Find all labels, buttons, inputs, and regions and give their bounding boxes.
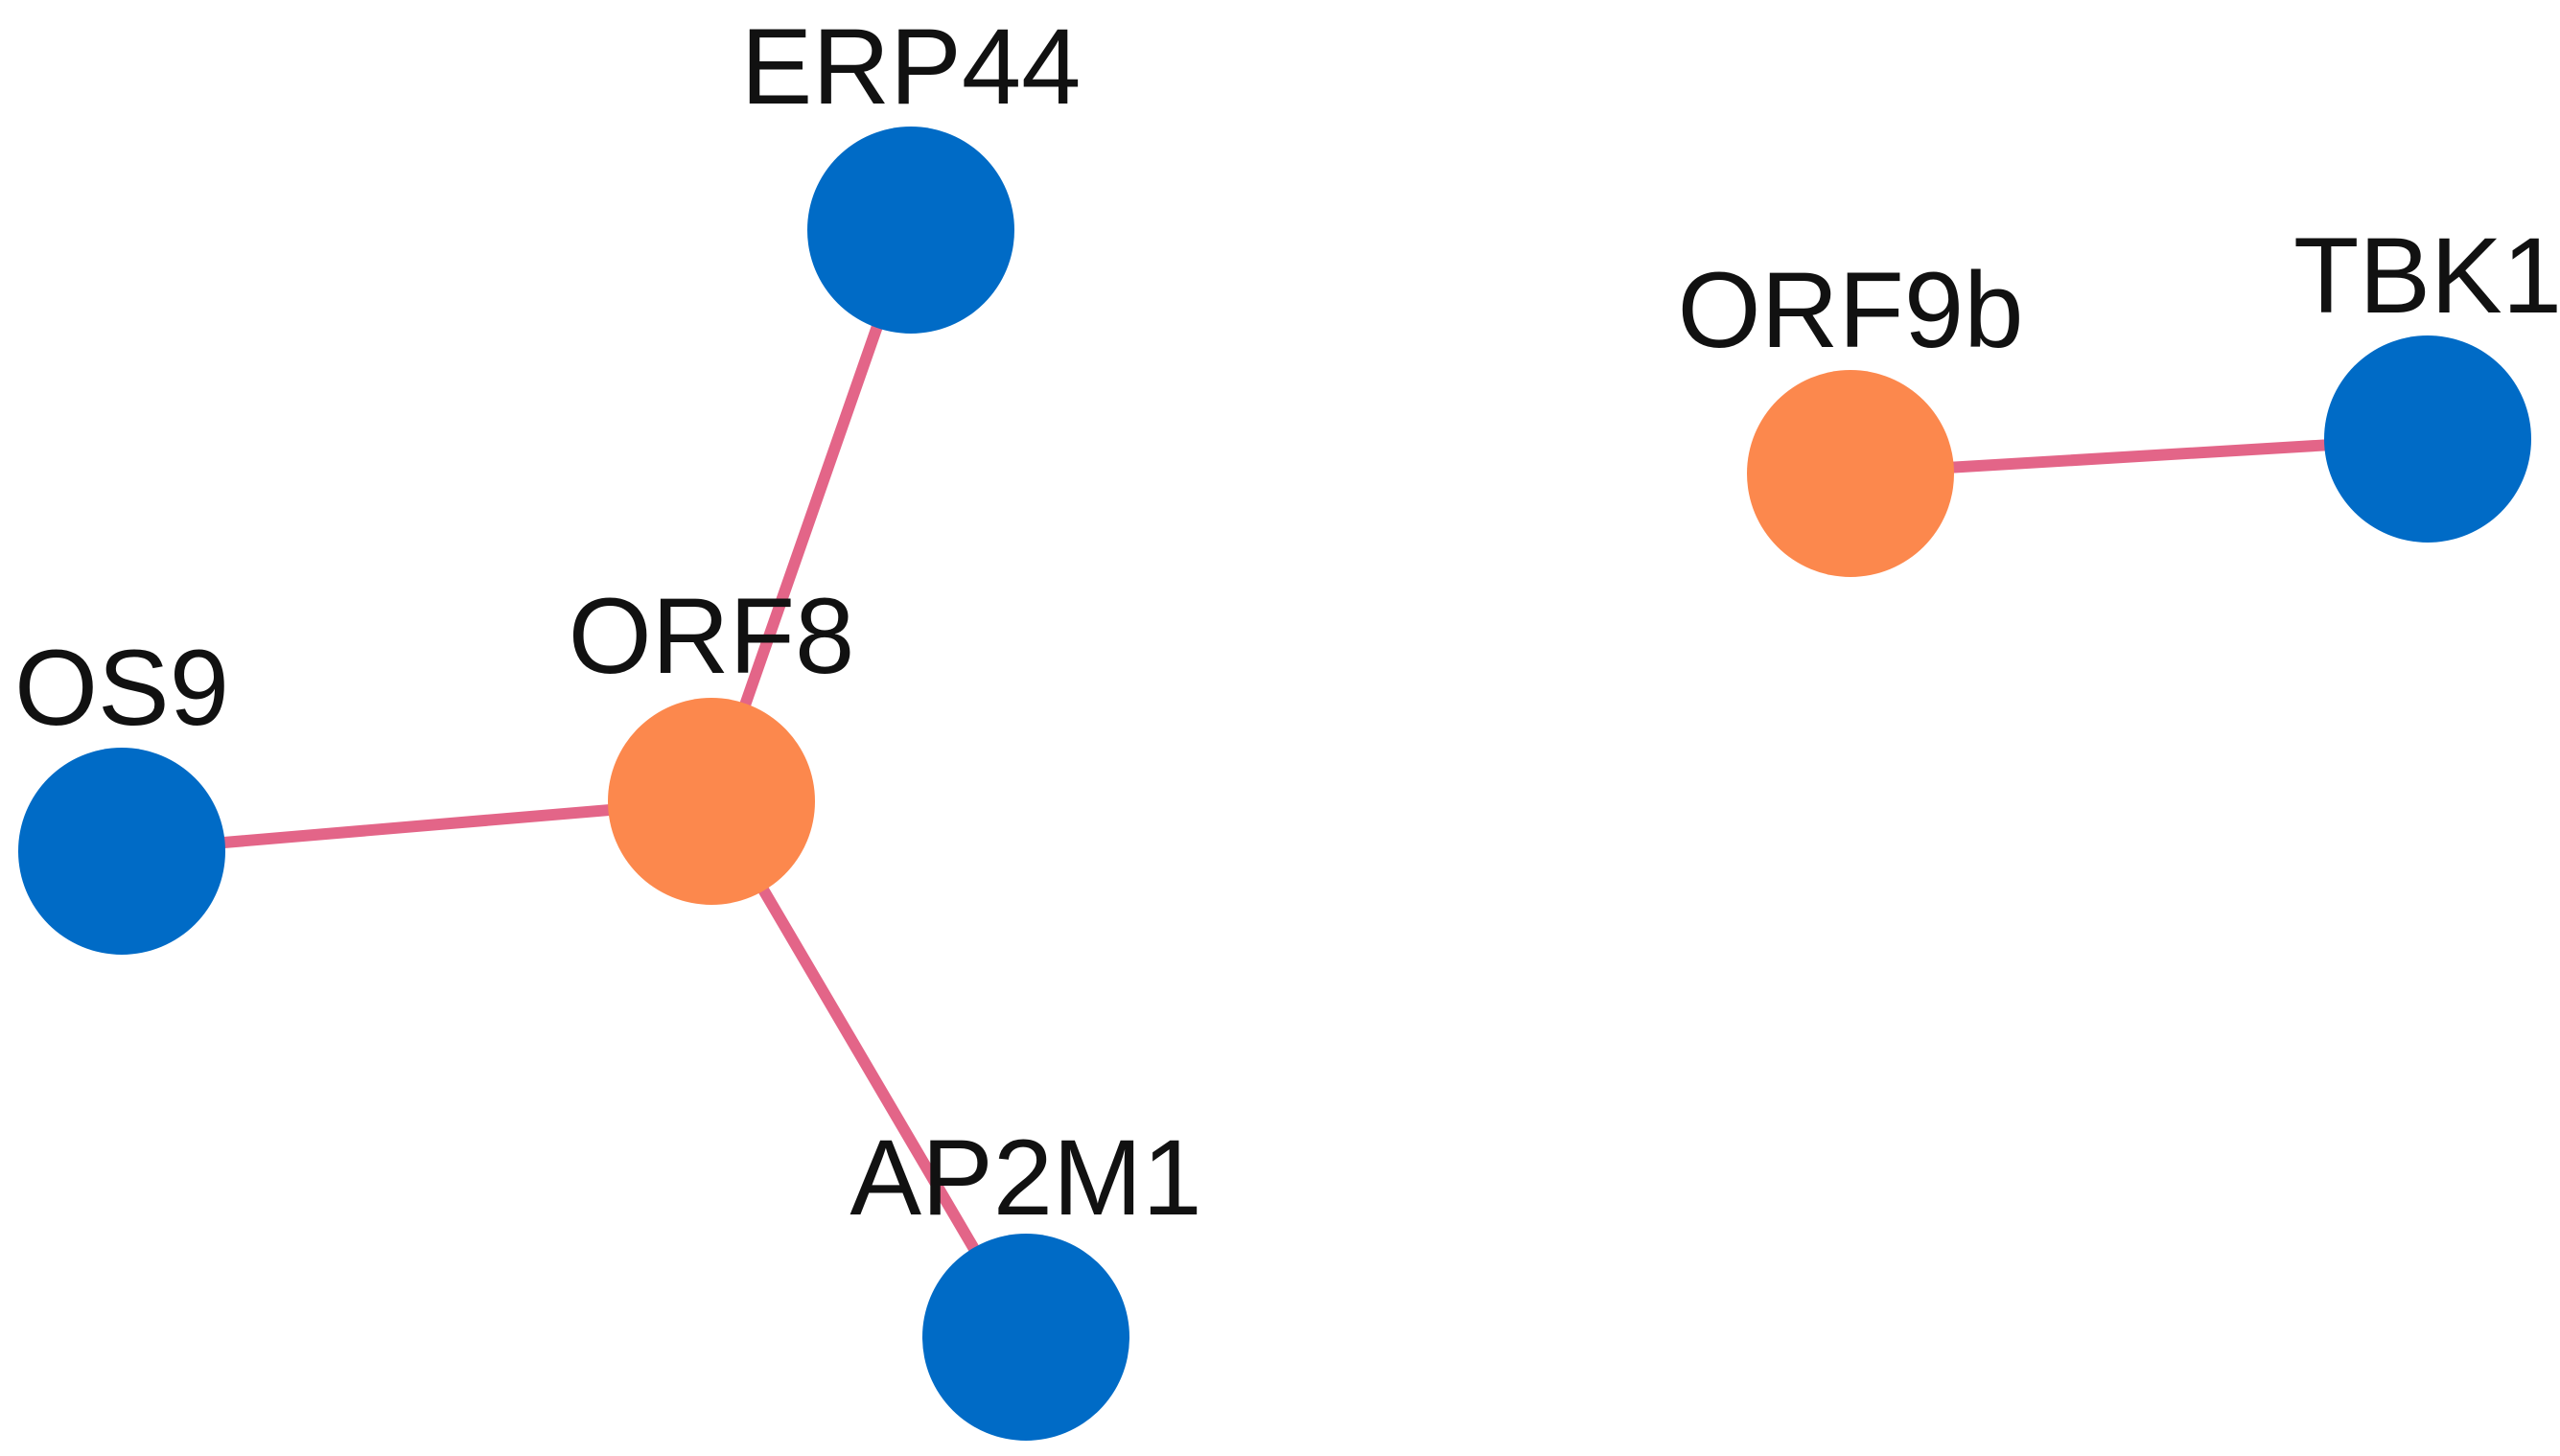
node-layer <box>18 127 2531 1441</box>
node-label-ap2m1: AP2M1 <box>849 1118 1201 1237</box>
node-ap2m1[interactable] <box>922 1234 1129 1441</box>
node-orf9b[interactable] <box>1747 370 1954 577</box>
node-tbk1[interactable] <box>2324 335 2531 543</box>
node-label-tbk1: TBK1 <box>2293 216 2560 335</box>
node-label-orf8: ORF8 <box>569 576 855 696</box>
node-label-os9: OS9 <box>14 628 229 748</box>
node-label-orf9b: ORF9b <box>1678 250 2024 370</box>
node-label-erp44: ERP44 <box>741 7 1082 127</box>
edge-orf8-ap2m1 <box>706 796 1032 1343</box>
node-erp44[interactable] <box>807 127 1014 334</box>
node-os9[interactable] <box>18 748 225 955</box>
edge-layer <box>116 224 2433 1343</box>
node-orf8[interactable] <box>608 698 815 905</box>
